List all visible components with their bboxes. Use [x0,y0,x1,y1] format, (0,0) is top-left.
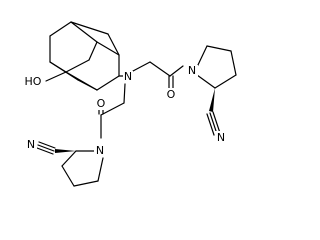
amine-nitrogen-label: N [124,70,132,83]
chemical-structure-canvas: HO N O N N O N N [22,21,237,187]
left-carbonyl-oxygen-label: O [97,97,106,110]
hydroxyl-bond [45,71,67,82]
left-pyrrolidine-ring [61,150,104,187]
left-acyl-chain [98,83,126,139]
right-nitrile-nitrogen-label: N [217,131,225,144]
left-ring-nitrogen-label: N [96,144,104,157]
right-nitrile [206,88,221,136]
right-acyl-chain [132,61,184,90]
left-nitrile [36,141,76,155]
left-nitrile-nitrogen-label: N [27,138,35,151]
right-pyrrolidine-ring [196,45,237,89]
molecule-drawing: HO N O N N O N N [22,21,237,187]
atom-labels: HO N O N N O N N [22,64,227,157]
adamantane-cage [49,21,120,91]
hydroxyl-label: HO [25,75,42,88]
right-ring-nitrogen-label: N [188,64,196,77]
right-carbonyl-oxygen-label: O [167,88,176,101]
